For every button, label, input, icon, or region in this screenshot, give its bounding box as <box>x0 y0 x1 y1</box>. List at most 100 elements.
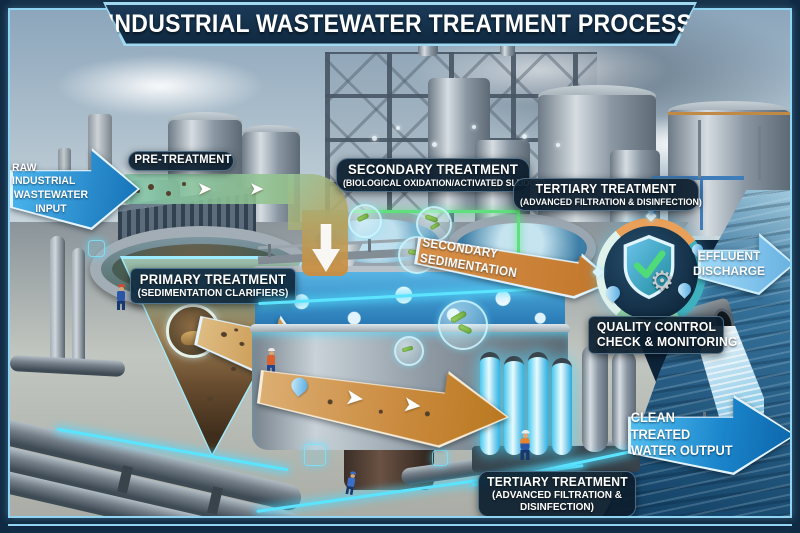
label-title: SECONDARY TREATMENT <box>347 162 519 177</box>
label-subtitle: (SEDIMENTATION CLARIFIERS) <box>137 287 289 299</box>
label-tertiary-treatment-bottom: TERTIARY TREATMENT (ADVANCED FILTRATION … <box>478 471 636 518</box>
frame-edge-left <box>0 0 10 533</box>
lamp-post <box>698 120 701 178</box>
label-quality-control: QUALITY CONTROL CHECK & MONITORING <box>588 316 738 354</box>
particle-dot <box>182 182 186 186</box>
clean-output-arrow: CLEAN TREATED WATER OUTPUT <box>628 395 796 475</box>
label-primary-treatment: PRIMARY TREATMENT (SEDIMENTATION CLARIFI… <box>130 268 296 304</box>
arrow-line3: INPUT <box>35 202 67 215</box>
flow-arrow-icon: ➤ <box>198 181 212 198</box>
particle-dot <box>136 189 140 193</box>
worker-figure <box>266 348 276 374</box>
label-title: TERTIARY TREATMENT <box>487 475 628 489</box>
aeration-rim <box>250 324 570 334</box>
label-subtitle: DISINFECTION) <box>520 501 594 513</box>
arrow-line2: WATER OUTPUT <box>630 443 733 459</box>
flow-arrow-icon: ➤ <box>250 181 264 198</box>
sediment-dot <box>231 367 236 371</box>
arrow-text: RAW INDUSTRIAL WASTEWATER INPUT <box>12 148 90 230</box>
green-flow-line <box>517 210 520 260</box>
label-title: PRIMARY TREATMENT <box>139 272 287 287</box>
title-banner-fill <box>105 4 695 44</box>
worker-body <box>520 438 530 450</box>
particle-dot <box>166 191 171 196</box>
worker-legs <box>520 449 530 460</box>
worker-body <box>267 355 275 365</box>
blue-pipe-rack <box>700 180 703 230</box>
walkway-post <box>368 239 371 252</box>
worker-figure <box>116 284 126 310</box>
worker-body <box>346 477 356 488</box>
arrow-line1: RAW INDUSTRIAL <box>12 161 76 188</box>
microbe-inset <box>394 336 424 366</box>
rust-railing <box>668 112 790 115</box>
frame-bottom-line <box>8 524 792 526</box>
page-title: INDUSTRIAL WASTEWATER TREATMENT PROCESS <box>107 9 693 38</box>
vertical-pipe <box>72 248 85 368</box>
label-text: PRE-TREATMENT <box>134 154 232 166</box>
arrow-text: CLEAN TREATED WATER OUTPUT <box>631 395 733 475</box>
uv-filter-column <box>552 358 572 455</box>
gear-icon: ⚙ <box>650 266 675 296</box>
lamp-post <box>758 126 761 180</box>
microbe-inset <box>438 300 488 350</box>
sediment-dot <box>207 397 213 401</box>
walkway-post <box>268 244 271 257</box>
vertical-pipe <box>50 236 65 371</box>
arrow-text: EFFLUENT DISCHARGE <box>693 233 765 295</box>
molecule-dot <box>522 134 527 139</box>
worker-legs <box>117 301 125 310</box>
quality-badge-ring: ⚙ <box>596 218 706 328</box>
particle-dot <box>148 184 154 190</box>
microbe-inset <box>416 206 452 242</box>
label-secondary-treatment: SECONDARY TREATMENT (BIOLOGICAL OXIDATIO… <box>336 158 546 193</box>
arrow-line1: EFFLUENT <box>697 249 761 263</box>
flow-arrow-icon: ➤ <box>402 393 422 418</box>
frame-edge-right <box>790 0 800 533</box>
arrow-line2: WASTEWATER <box>13 189 89 201</box>
bacteria-icon <box>401 345 414 353</box>
molecule-dot <box>472 125 476 129</box>
hardhat-icon <box>267 348 275 351</box>
filter-vessel <box>582 344 608 452</box>
label-pre-treatment: PRE-TREATMENT <box>128 151 234 171</box>
microbe-inset <box>348 204 382 238</box>
uv-filter-column <box>528 352 548 455</box>
worker-head <box>522 433 528 439</box>
holo-sensor-icon <box>88 240 105 257</box>
label-line1: QUALITY CONTROL <box>596 320 717 334</box>
label-subtitle: (BIOLOGICAL OXIDATION/ACTIVATED SLUDGE) <box>343 177 546 188</box>
shield-check-icon <box>623 234 675 300</box>
arrow-line1: CLEAN TREATED <box>630 409 691 442</box>
flow-arrow-icon: ➤ <box>344 386 365 411</box>
molecule-dot <box>396 126 400 130</box>
pretreatment-flow-band: ➤ ➤ <box>122 174 294 204</box>
holo-sensor-icon <box>432 450 448 466</box>
worker-head <box>268 351 274 355</box>
molecule-dot <box>556 143 560 147</box>
label-line2: CHECK & MONITORING <box>596 334 738 349</box>
label-title: TERTIARY TREATMENT <box>535 182 677 196</box>
label-tertiary-treatment-top: TERTIARY TREATMENT (ADVANCED FILTRATION … <box>513 178 702 212</box>
hardhat-icon <box>520 430 530 434</box>
bacteria-icon <box>457 323 473 335</box>
bacteria-icon <box>356 212 370 223</box>
worker-head <box>118 287 124 291</box>
molecule-dot <box>372 136 377 141</box>
uv-filter-column <box>504 356 524 455</box>
label-subtitle: (ADVANCED FILTRATION & DISINFECTION) <box>520 196 702 207</box>
molecule-dot <box>432 142 437 147</box>
cloud <box>55 55 265 117</box>
raw-input-arrow: RAW INDUSTRIAL WASTEWATER INPUT <box>10 148 140 230</box>
effluent-discharge-arrow: EFFLUENT DISCHARGE <box>693 233 795 295</box>
worker-body <box>117 291 125 301</box>
worker-legs <box>345 486 353 495</box>
holo-sensor-icon <box>304 444 326 466</box>
worker-figure <box>519 430 531 460</box>
blue-pipe-rack <box>652 176 744 180</box>
arrow-line2: DISCHARGE <box>693 264 766 278</box>
title-banner: INDUSTRIAL WASTEWATER TREATMENT PROCESS <box>103 2 697 46</box>
label-subtitle: (ADVANCED FILTRATION & <box>492 489 622 501</box>
bacteria-icon <box>449 310 468 324</box>
